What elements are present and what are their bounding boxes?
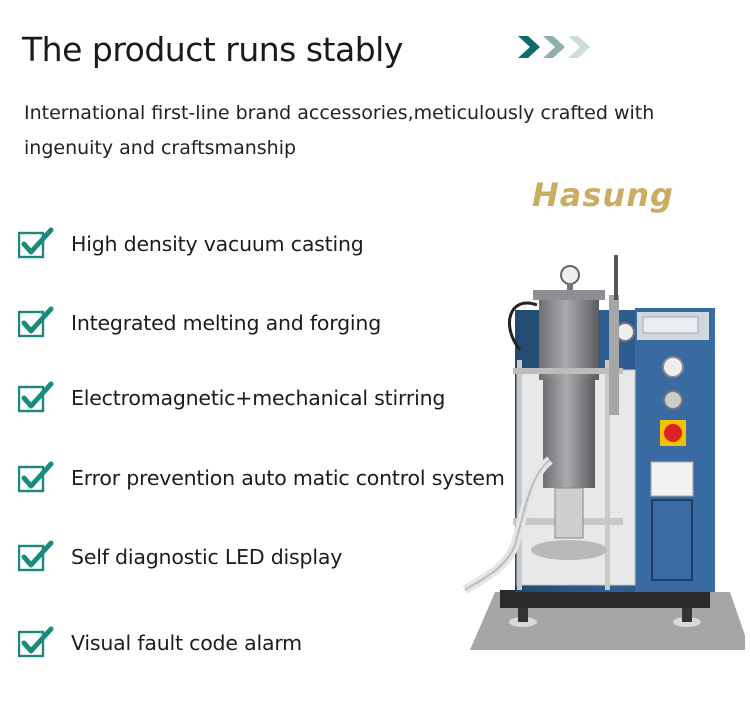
feature-label: Error prevention auto matic control syst…: [71, 466, 505, 490]
feature-label: High density vacuum casting: [71, 232, 364, 256]
triple-chevron-icon: [518, 36, 590, 58]
check-box-icon: [18, 540, 54, 572]
page-title: The product runs stably: [22, 30, 403, 69]
feature-label: Visual fault code alarm: [71, 631, 302, 655]
check-box-icon: [18, 626, 54, 658]
feature-label: Electromagnetic+mechanical stirring: [71, 386, 446, 410]
feature-item: Self diagnostic LED display: [18, 539, 342, 575]
check-box-icon: [18, 461, 54, 493]
feature-item: Integrated melting and forging: [18, 305, 381, 341]
brand-logo: Hasung: [532, 176, 674, 214]
page-subtitle: International first-line brand accessori…: [24, 102, 655, 159]
feature-item: High density vacuum casting: [18, 226, 364, 262]
feature-item: Visual fault code alarm: [18, 625, 302, 661]
check-box-icon: [18, 381, 54, 413]
feature-item: Electromagnetic+mechanical stirring: [18, 380, 445, 416]
casting-machine-image: [462, 255, 745, 650]
check-box-icon: [18, 306, 54, 338]
feature-label: Self diagnostic LED display: [71, 545, 343, 569]
feature-label: Integrated melting and forging: [71, 311, 382, 335]
check-box-icon: [18, 227, 54, 259]
feature-item: Error prevention auto matic control syst…: [18, 460, 505, 496]
